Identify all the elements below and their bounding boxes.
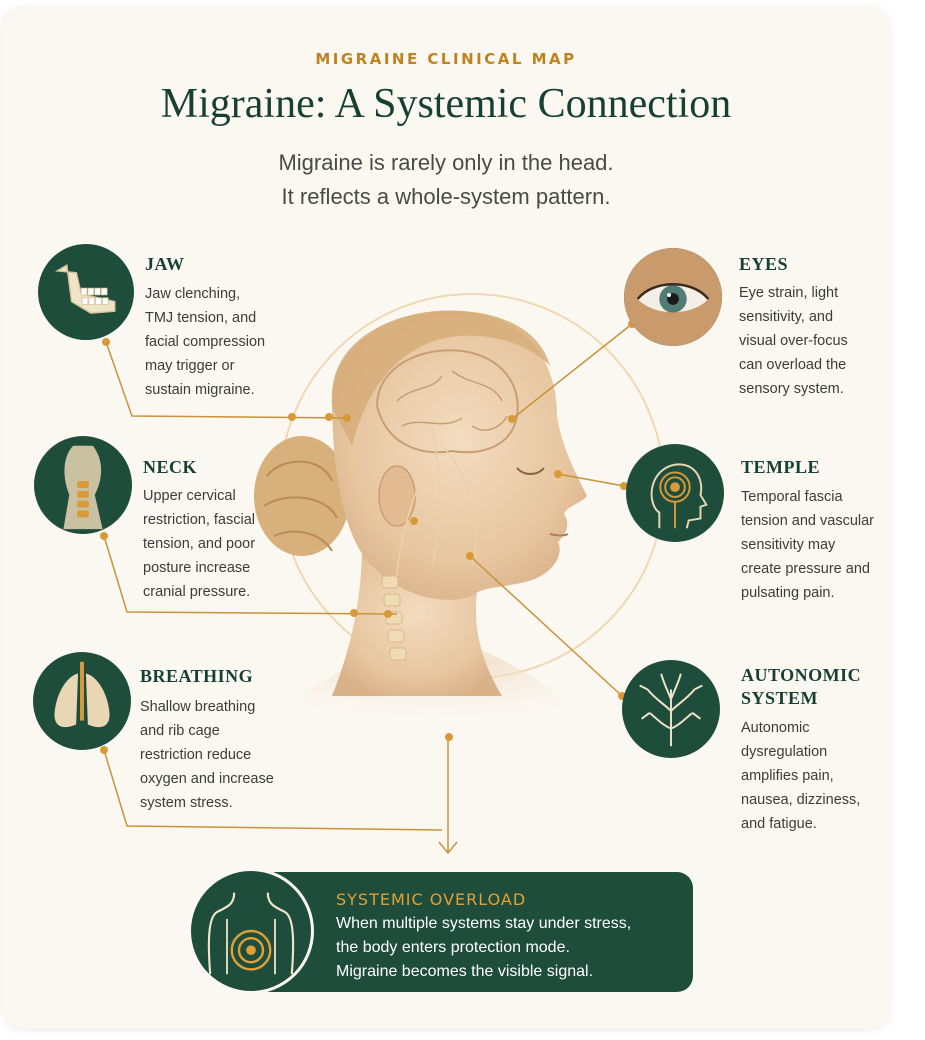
autonomic-title-line-2: SYSTEM — [741, 688, 819, 708]
page-title: Migraine: A Systemic Connection — [160, 81, 732, 127]
neck-description: Upper cervical restriction, fascial tens… — [143, 484, 255, 604]
jaw-line-2: TMJ tension, and — [145, 310, 257, 326]
eyes-line-4: can overload the — [739, 357, 847, 373]
neck-connector — [103, 535, 398, 615]
eyebrow-label: MIGRAINE CLINICAL MAP — [315, 50, 577, 68]
breathing-line-5: system stress. — [140, 795, 233, 811]
temple-description: Temporal fascia tension and vascular sen… — [741, 485, 874, 605]
cervical-spine — [381, 575, 407, 661]
overload-line-1: When multiple systems stay under stress, — [336, 915, 632, 932]
autonomic-connector — [469, 555, 623, 697]
breathing-title: BREATHING — [140, 666, 254, 686]
autonomic-line-4: nausea, dizziness, — [741, 792, 861, 808]
neck-title: NECK — [143, 457, 198, 477]
jaw-line-1: Jaw clenching, — [145, 286, 241, 302]
eyes-line-1: Eye strain, light — [739, 285, 839, 301]
torso-target-icon — [188, 868, 314, 994]
eyes-title: EYES — [739, 254, 789, 274]
temple-line-5: pulsating pain. — [741, 585, 835, 601]
overload-line-3: Migraine becomes the visible signal. — [336, 963, 594, 980]
eyes-connector — [511, 323, 633, 420]
neck-line-2: restriction, fascial — [143, 512, 256, 528]
temple-line-4: create pressure and — [741, 561, 870, 577]
jaw-connector — [105, 341, 348, 419]
infographic-card: MIGRAINE CLINICAL MAP Migraine: A System… — [2, 6, 890, 1028]
subtitle-line-2: It reflects a whole-system pattern. — [281, 184, 611, 209]
neck-line-4: posture increase — [143, 560, 251, 576]
temple-line-2: tension and vascular — [741, 513, 874, 529]
autonomic-line-5: and fatigue. — [741, 816, 817, 832]
overload-line-2: the body enters protection mode. — [336, 939, 570, 956]
autonomic-title-line-1: AUTONOMIC — [741, 665, 862, 685]
jaw-description: Jaw clenching, TMJ tension, and facial c… — [145, 282, 265, 402]
temple-title: TEMPLE — [741, 457, 821, 477]
overload-bar — [248, 872, 693, 992]
autonomic-line-3: amplifies pain, — [741, 768, 834, 784]
temple-line-1: Temporal fascia — [741, 489, 843, 505]
autonomic-line-1: Autonomic — [741, 720, 810, 736]
eye-icon — [624, 248, 722, 346]
jaw-title: JAW — [145, 254, 185, 274]
neck-line-3: tension, and poor — [143, 536, 256, 552]
temple-line-3: sensitivity may — [741, 537, 836, 553]
hair — [331, 310, 550, 446]
autonomic-line-2: dysregulation — [741, 744, 828, 760]
subtitle-line-1: Migraine is rarely only in the head. — [278, 150, 614, 175]
breathing-description: Shallow breathing and rib cage restricti… — [140, 695, 274, 815]
down-arrow-head — [438, 841, 458, 855]
subtitle: Migraine is rarely only in the head. It … — [2, 146, 890, 214]
jaw-line-4: may trigger or — [145, 358, 235, 374]
eyes-description: Eye strain, light sensitivity, and visua… — [739, 281, 848, 401]
closed-eye — [516, 467, 545, 475]
eyes-line-2: sensitivity, and — [739, 309, 834, 325]
autonomic-title: AUTONOMIC SYSTEM — [741, 664, 861, 710]
overload-description: When multiple systems stay under stress,… — [336, 912, 631, 984]
ear — [378, 465, 416, 527]
eyes-line-5: sensory system. — [739, 381, 844, 397]
breathing-line-1: Shallow breathing — [140, 699, 256, 715]
eyes-line-3: visual over-focus — [739, 333, 848, 349]
neck-line-1: Upper cervical — [143, 488, 236, 504]
breathing-line-4: oxygen and increase — [140, 771, 274, 787]
temple-connector — [557, 473, 625, 487]
temple-head-icon — [626, 444, 724, 542]
nerve-tree-icon — [622, 660, 720, 758]
autonomic-description: Autonomic dysregulation amplifies pain, … — [741, 716, 860, 836]
jaw-line-5: sustain migraine. — [145, 382, 255, 398]
jaw-line-3: facial compression — [145, 334, 266, 350]
head-shape — [332, 310, 587, 600]
connector-lines — [103, 323, 633, 855]
jaw-icon — [38, 244, 134, 340]
neck-spine-icon — [34, 436, 132, 534]
lungs-icon — [33, 652, 131, 750]
breathing-connector — [103, 749, 443, 831]
overload-title: SYSTEMIC OVERLOAD — [336, 890, 527, 909]
systemic-overload-panel: SYSTEMIC OVERLOAD When multiple systems … — [188, 868, 693, 994]
breathing-line-3: restriction reduce — [140, 747, 252, 763]
breathing-line-2: and rib cage — [140, 723, 220, 739]
neck-line-5: cranial pressure. — [143, 584, 251, 600]
